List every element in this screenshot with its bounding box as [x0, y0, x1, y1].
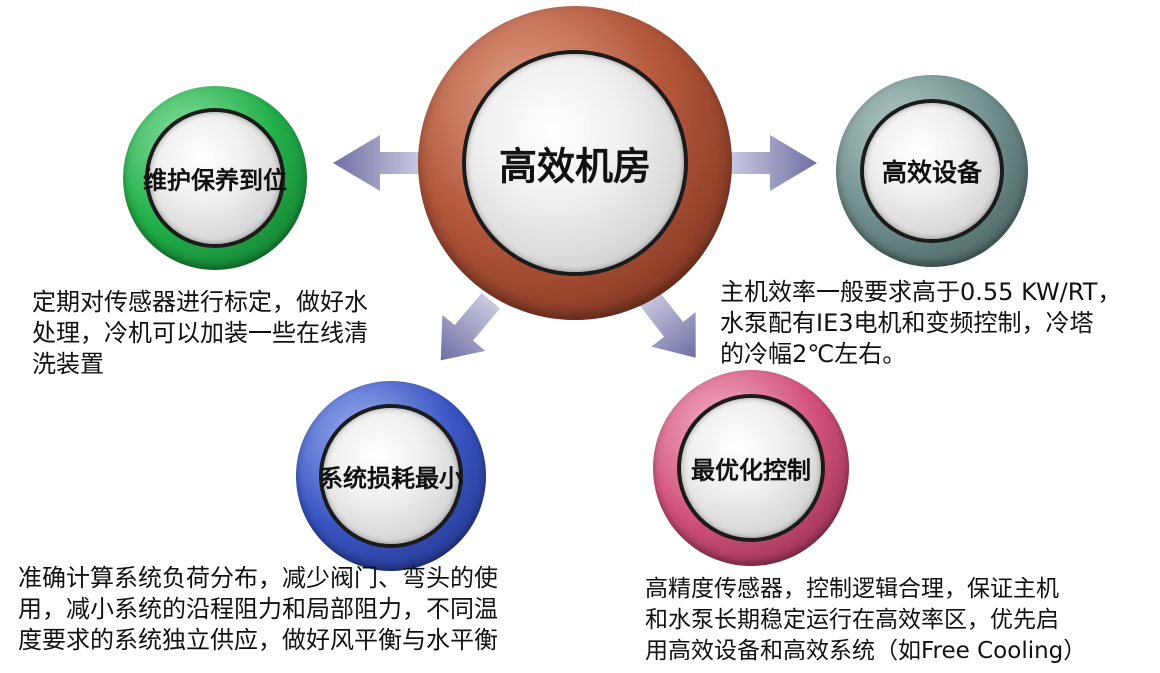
desc-line: 和水泵长期稳定运行在高效率区，优先启	[645, 607, 1059, 633]
desc-line: 度要求的系统独立供应，做好风平衡与水平衡	[18, 626, 498, 654]
node-maintenance: 维护保养到位	[123, 86, 307, 270]
desc-line: 洗装置	[32, 350, 104, 378]
desc-line: 的冷幅2℃左右。	[720, 340, 907, 368]
desc-line: 高精度传感器，控制逻辑合理，保证主机	[645, 576, 1059, 602]
node-control-label: 最优化控制	[691, 456, 811, 485]
desc-line: 定期对传感器进行标定，做好水	[32, 288, 368, 316]
node-maintenance-label: 维护保养到位	[143, 166, 287, 195]
desc-line: 主机效率一般要求高于0.55 KW/RT，	[720, 278, 1122, 306]
desc-line: 处理，冷机可以加装一些在线清	[32, 319, 368, 347]
arrow-to-equipment	[730, 135, 817, 191]
node-loss: 系统损耗最小	[296, 381, 486, 571]
desc-loss: 准确计算系统负荷分布，减少阀门、弯头的使 用，减小系统的沿程阻力和局部阻力，不同…	[18, 563, 498, 656]
desc-maintenance: 定期对传感器进行标定，做好水 处理，冷机可以加装一些在线清 洗装置	[32, 287, 368, 380]
arrow-to-control	[638, 288, 696, 358]
desc-line: 准确计算系统负荷分布，减少阀门、弯头的使	[18, 564, 498, 592]
desc-line: 水泵配有IE3电机和变频控制，冷塔	[720, 309, 1094, 337]
node-equipment-label: 高效设备	[881, 158, 982, 187]
node-loss-label: 系统损耗最小	[319, 464, 463, 493]
node-control: 最优化控制	[653, 370, 849, 566]
center-node: 高效机房	[418, 6, 732, 320]
desc-equipment: 主机效率一般要求高于0.55 KW/RT， 水泵配有IE3电机和变频控制，冷塔 …	[720, 277, 1121, 370]
arrow-to-maintenance	[333, 135, 420, 191]
node-equipment: 高效设备	[836, 75, 1028, 267]
arrow-to-loss	[440, 292, 501, 361]
desc-line: 用，减小系统的沿程阻力和局部阻力，不同温	[18, 595, 498, 623]
desc-control: 高精度传感器，控制逻辑合理，保证主机 和水泵长期稳定运行在高效率区，优先启 用高…	[645, 574, 1086, 667]
desc-line: 用高效设备和高效系统（如Free Cooling）	[645, 638, 1087, 664]
center-label: 高效机房	[498, 144, 651, 189]
